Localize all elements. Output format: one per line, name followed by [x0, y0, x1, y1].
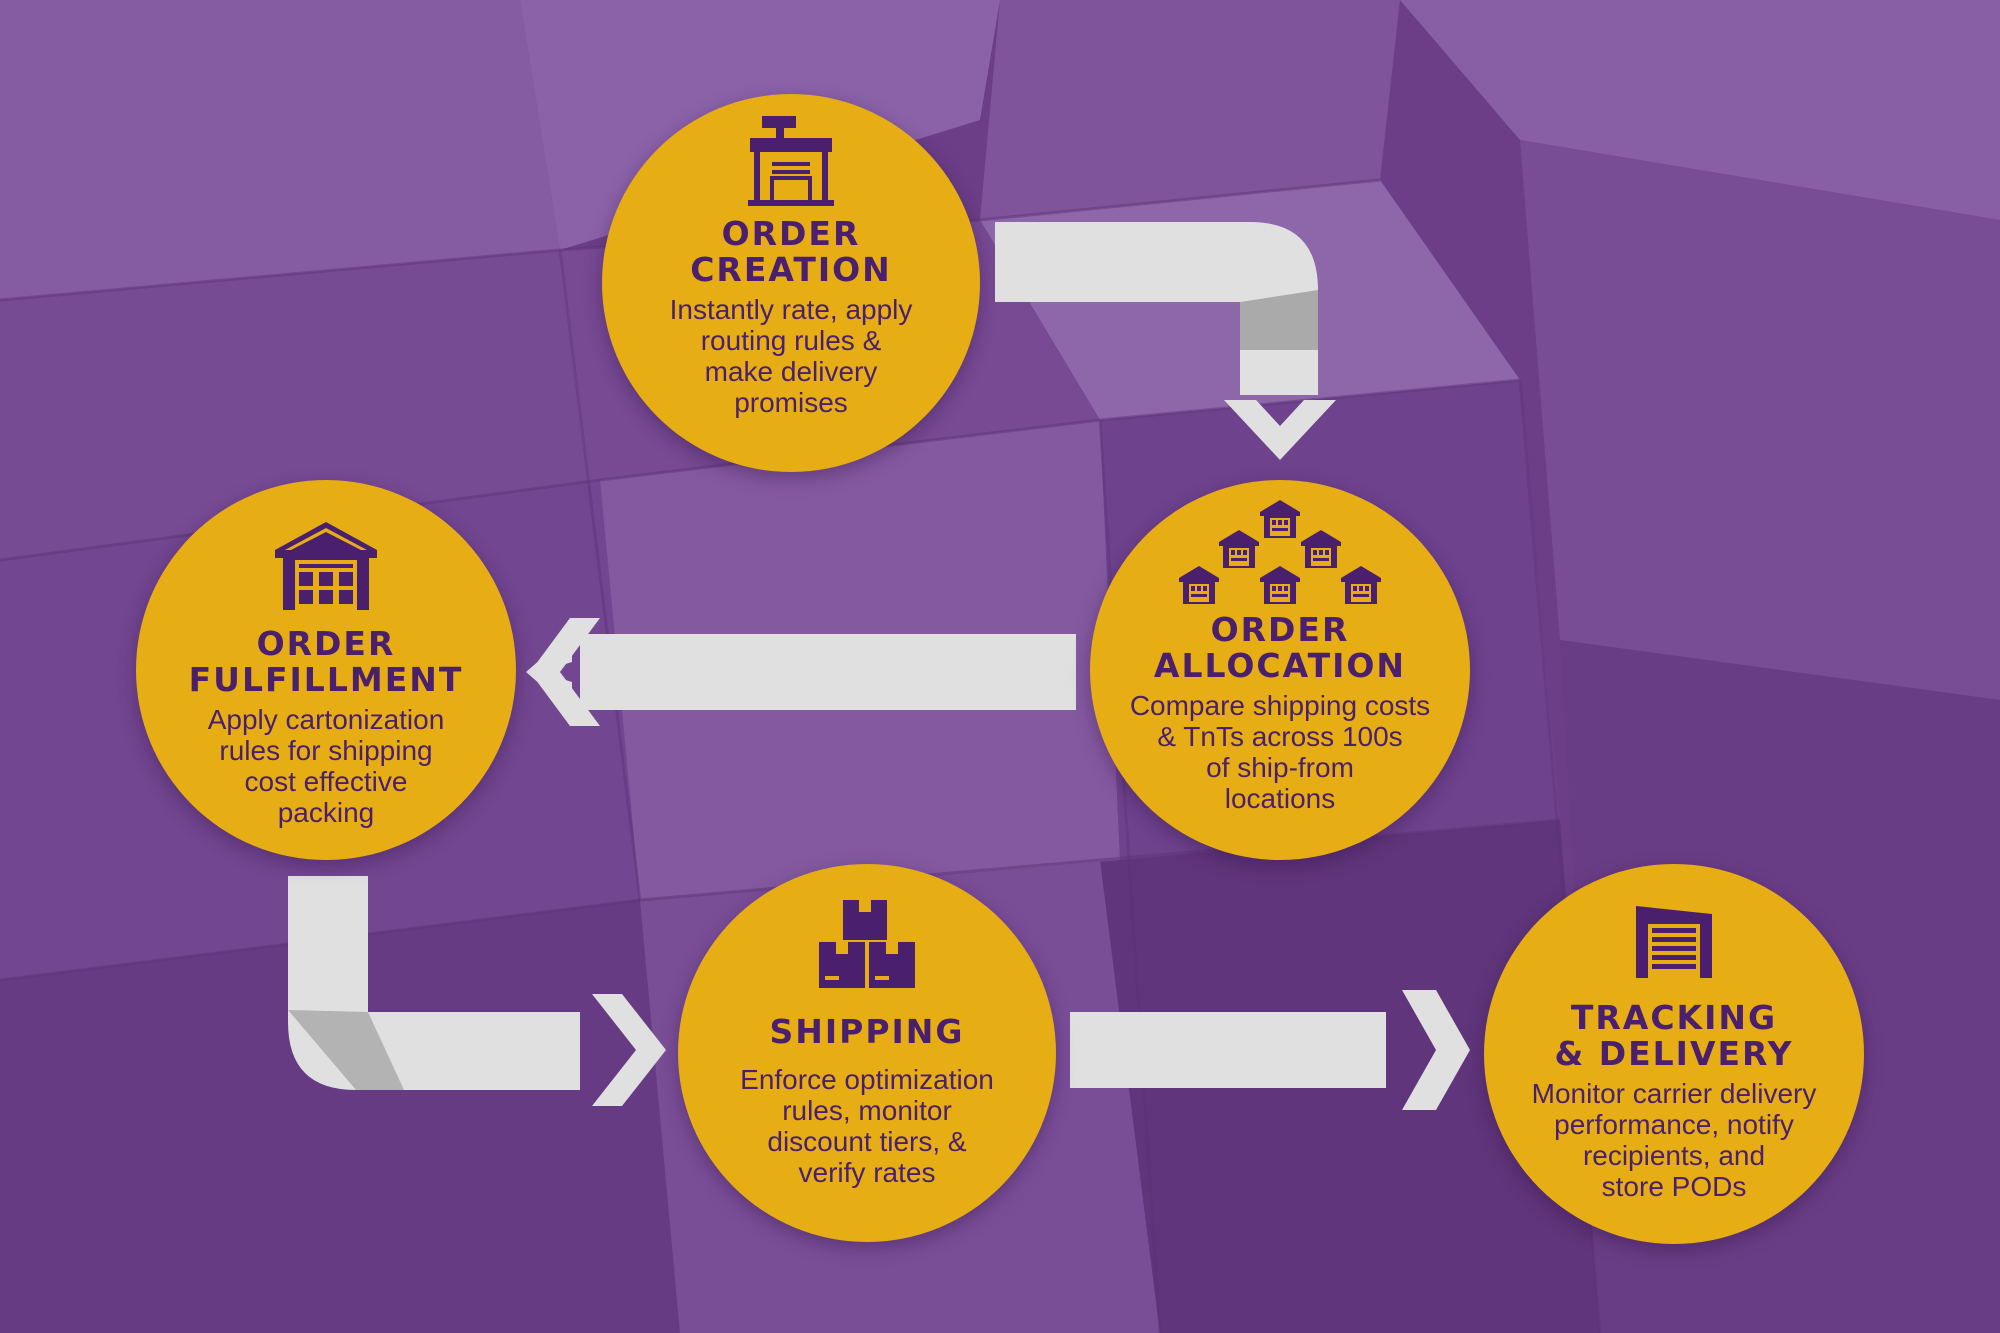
node-description: Compare shipping costs & TnTs across 100…: [1129, 690, 1431, 814]
arrow-creation-to-allocation: [995, 222, 1336, 460]
warehouse-network-icon: [1179, 500, 1381, 604]
arrow-fulfillment-to-shipping: [288, 876, 666, 1106]
arrow-allocation-to-fulfillment: [526, 618, 1076, 726]
warehouse-icon: [275, 522, 377, 610]
node-title: ORDER ALLOCATION: [1153, 610, 1407, 685]
node-title: SHIPPING: [769, 1012, 965, 1051]
node-order-creation: ORDER CREATION Instantly rate, apply rou…: [602, 94, 980, 472]
node-description: Monitor carrier delivery performance, no…: [1531, 1078, 1817, 1202]
node-title: ORDER CREATION: [690, 214, 892, 289]
node-description: Enforce optimization rules, monitor disc…: [740, 1064, 994, 1188]
node-description: Apply cartonization rules for shipping c…: [207, 704, 445, 828]
node-title: TRACKING & DELIVERY: [1554, 998, 1794, 1073]
node-tracking-delivery: TRACKING & DELIVERY Monitor carrier deli…: [1484, 864, 1864, 1244]
boxes-icon: [819, 900, 915, 988]
arrow-shipping-to-tracking: [1070, 990, 1470, 1110]
node-order-fulfillment: ORDER FULFILLMENT Apply cartonization ru…: [136, 480, 516, 860]
node-title: ORDER FULFILLMENT: [188, 624, 464, 699]
node-shipping: SHIPPING Enforce optimization rules, mon…: [678, 864, 1056, 1242]
loading-dock-icon: [1636, 906, 1712, 978]
storefront-icon: [748, 116, 834, 206]
node-description: Instantly rate, apply routing rules & ma…: [669, 294, 913, 418]
node-order-allocation: ORDER ALLOCATION Compare shipping costs …: [1090, 480, 1470, 860]
